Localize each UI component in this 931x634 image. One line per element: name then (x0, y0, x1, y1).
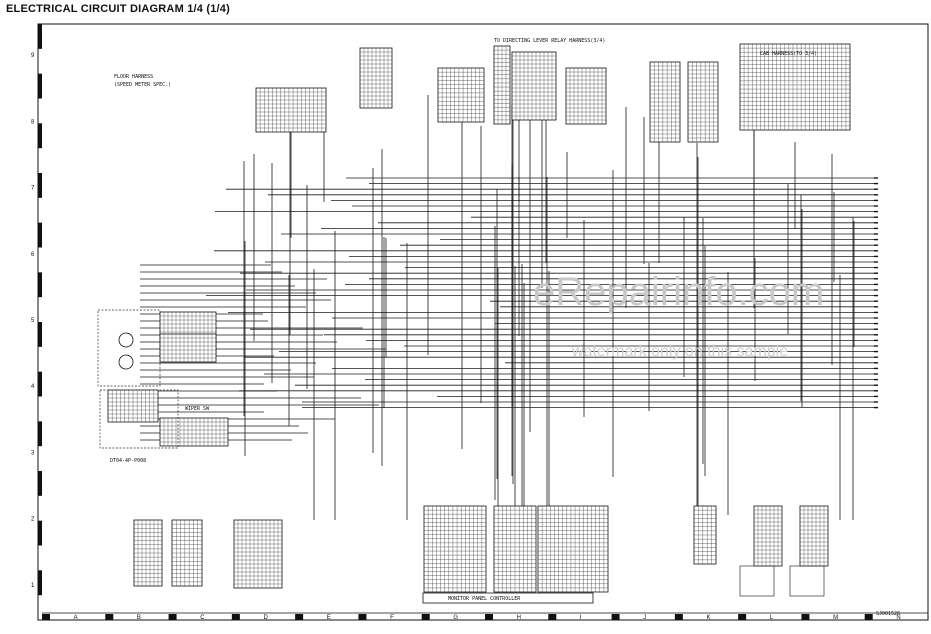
row-label: 3 (31, 450, 35, 456)
ruler-tick (38, 570, 42, 596)
connector-blocks (97, 43, 851, 597)
row-label: 2 (31, 517, 35, 523)
ruler-tick (38, 421, 42, 447)
ruler-tick (231, 614, 240, 620)
ruler-tick (38, 471, 42, 496)
row-label: 6 (31, 252, 35, 258)
col-label: H (517, 615, 521, 621)
col-label: J (643, 615, 646, 621)
left-ruler: 9 8 7 6 5 4 3 2 1 (31, 24, 42, 596)
floor-harness-label: FLOOR HARNESS (114, 74, 153, 80)
ruler-tick (38, 272, 42, 298)
connector (739, 43, 851, 131)
ruler-tick (801, 614, 810, 620)
ruler-tick (295, 614, 304, 620)
component-outline (739, 565, 775, 597)
col-label: K (707, 615, 711, 621)
col-label: B (137, 615, 141, 621)
monitor-panel-label: MONITOR PANEL CONTROLLER (448, 596, 521, 602)
watermark-sub: watermark only on this sample (571, 343, 788, 360)
ruler-tick (38, 173, 42, 198)
col-label: I (580, 615, 582, 621)
row-label: 4 (31, 384, 35, 390)
ruler-tick (548, 614, 557, 620)
watermark-main: eRepairinfo.com (533, 270, 824, 314)
ruler-tick (674, 614, 683, 620)
ruler-tick (38, 520, 42, 546)
col-label: C (200, 615, 205, 621)
row-label: 8 (31, 119, 35, 125)
connector (423, 505, 487, 593)
col-label: N (896, 615, 900, 621)
connector (537, 505, 609, 593)
speed-meter-label: (SPEED METER SPEC.) (114, 82, 171, 88)
bottom-ruler: A B C D E F G H I J K L M N (42, 612, 928, 621)
ruler-tick (38, 322, 42, 347)
row-label: 7 (31, 186, 35, 192)
col-label: M (833, 615, 838, 621)
connector (159, 417, 229, 447)
ruler-tick (105, 614, 114, 620)
col-label: G (453, 615, 458, 621)
ruler-tick (485, 614, 493, 620)
ruler-tick (168, 614, 177, 620)
row-label: 5 (31, 318, 35, 324)
ruler-tick (38, 123, 42, 149)
connector (437, 67, 485, 123)
ruler-tick (864, 614, 873, 620)
row-label: 1 (31, 583, 35, 589)
connector (511, 51, 557, 121)
lamp-symbol (118, 354, 134, 370)
component-outline (789, 565, 825, 597)
dt04-label: DT04-4P-P008 (110, 458, 146, 464)
directing-lever-label: TO DIRECTING LEVER RELAY HARNESS(3/4) (494, 38, 605, 44)
cab-harness-label: CAB HARNESS(TO 3/4) (760, 51, 817, 57)
col-label: E (327, 615, 331, 621)
col-label: F (390, 615, 394, 621)
lamp-symbol (118, 332, 134, 348)
component-outline (97, 309, 161, 387)
wiper-label: WIPER SW (185, 406, 210, 412)
col-label: A (74, 615, 78, 621)
col-label: D (264, 615, 269, 621)
ruler-tick (358, 614, 367, 620)
ruler-tick (421, 614, 430, 620)
doc-number: SJ001526 (876, 611, 901, 617)
component-outline (99, 389, 179, 449)
col-label: L (770, 615, 774, 621)
connector (753, 505, 783, 567)
monitor-panel-box (422, 592, 594, 604)
ruler-tick (38, 371, 42, 397)
ruler-tick (38, 222, 42, 248)
ruler-tick (738, 614, 747, 620)
ruler-tick (611, 614, 620, 620)
ruler-tick (38, 73, 42, 99)
row-label: 9 (31, 53, 35, 59)
page-title: ELECTRICAL CIRCUIT DIAGRAM 1/4 (1/4) (6, 3, 230, 15)
ruler-tick (38, 24, 42, 49)
connector (255, 87, 327, 133)
ruler-tick (42, 614, 50, 620)
